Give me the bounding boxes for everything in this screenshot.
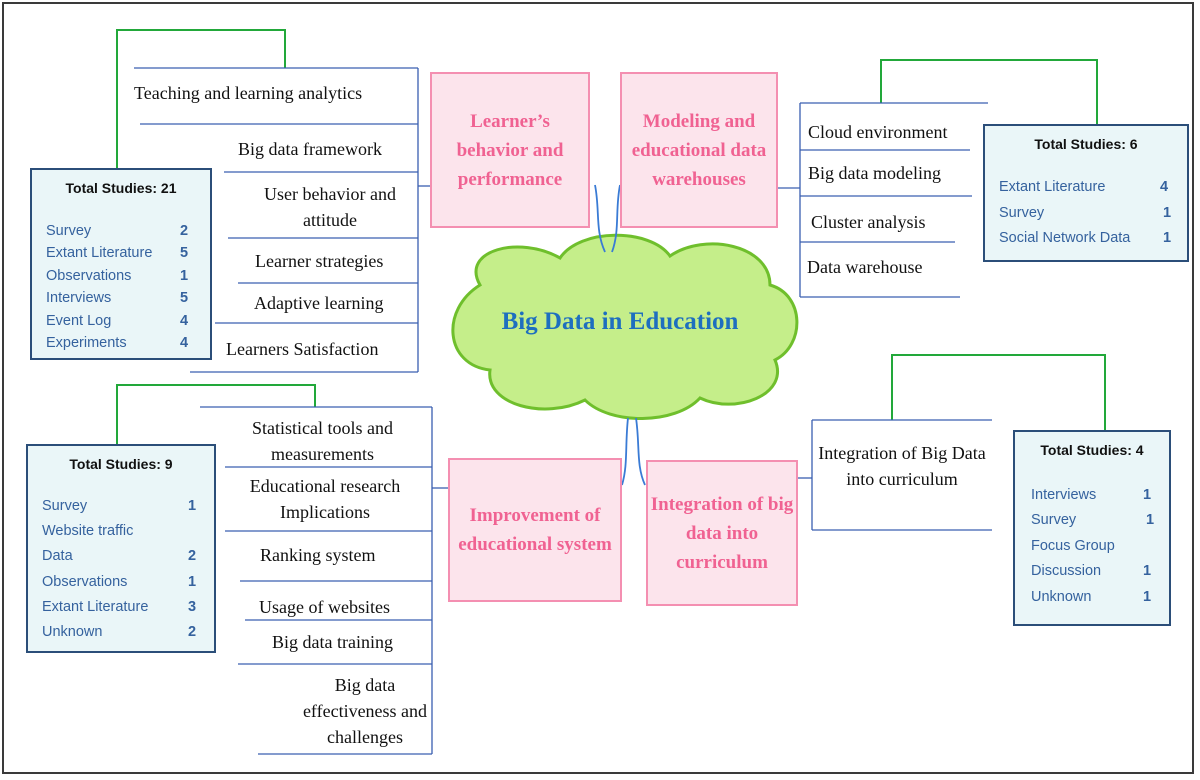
modeling-item: Data warehouse (807, 257, 923, 277)
stats-row-value: 1 (1163, 230, 1172, 246)
stats-row-value: 2 (188, 624, 197, 640)
stats-row-label: Survey (46, 223, 92, 239)
stats-box-learner: Total Studies: 21 Survey 2 Extant Litera… (30, 168, 212, 360)
learner-item: Big data framework (238, 139, 382, 159)
stats-row-label: Extant Literature (42, 599, 149, 615)
stats-row-label: Data (42, 548, 73, 564)
integration-list-rules (797, 419, 992, 531)
improvement-item: Usage of websites (259, 597, 390, 617)
stats-row-value: 3 (188, 599, 197, 615)
improvement-item: Statistical tools and measurements (252, 418, 393, 464)
cloud-connector-integration (635, 417, 646, 486)
stats-row-value: 1 (1163, 205, 1172, 221)
theme-modeling-warehouses-label: Modeling and educational data warehouses (631, 110, 767, 190)
stats-box-integration: Total Studies: 4 Interviews 1 Survey 1 F… (1013, 430, 1171, 626)
stats-title: Total Studies: 6 (1034, 136, 1138, 152)
stats-row-label: Extant Literature (999, 179, 1106, 195)
theme-integration: Integration of big data into curriculum (646, 460, 798, 606)
theme-integration-label: Integration of big data into curriculum (650, 493, 794, 573)
stats-row-value: 1 (188, 574, 197, 590)
improvement-item: Big data effectiveness and challenges (302, 675, 428, 747)
stats-row-label: Interviews (1031, 487, 1097, 503)
improvement-list-rules (200, 406, 448, 755)
stats-row-value: 1 (1143, 589, 1152, 605)
stats-row-value: 4 (180, 335, 189, 351)
improvement-item: Ranking system (260, 545, 376, 565)
green-connector-modeling (880, 59, 1098, 124)
stats-row-value: 2 (188, 548, 197, 564)
stats-row-value: 5 (180, 290, 189, 306)
cloud-connector-modeling (611, 184, 621, 253)
stats-row-value: 1 (1143, 487, 1152, 503)
stats-title: Total Studies: 9 (69, 456, 173, 472)
improvement-item: Educational research Implications (249, 476, 401, 522)
stats-row-label: Survey (999, 205, 1045, 221)
stats-row-label: Unknown (1031, 589, 1092, 605)
stats-row-value: 4 (180, 313, 189, 329)
learner-item: Teaching and learning analytics (134, 83, 363, 103)
modeling-item: Cluster analysis (811, 212, 926, 232)
stats-row-label: Observations (42, 574, 128, 590)
stats-row-value: 2 (180, 223, 189, 239)
stats-row-label: Event Log (46, 313, 112, 329)
stats-box-modeling: Total Studies: 6 Extant Literature 4 Sur… (983, 124, 1189, 262)
stats-row-label: Website traffic (42, 523, 134, 539)
stats-box-improvement: Total Studies: 9 Survey 1 Website traffi… (26, 444, 216, 653)
stats-row-label: Extant Literature (46, 245, 153, 261)
modeling-item: Cloud environment (808, 122, 948, 142)
cloud-connector-learner (594, 184, 606, 253)
modeling-list-rules (778, 102, 988, 298)
theme-modeling-warehouses: Modeling and educational data warehouses (620, 72, 778, 228)
stats-row-label: Survey (42, 498, 88, 514)
stats-row-value: 1 (180, 268, 189, 284)
stats-title: Total Studies: 21 (65, 180, 177, 196)
green-connector-improvement (116, 384, 316, 444)
learner-item: User behavior and attitude (264, 184, 396, 230)
improvement-item: Big data training (272, 632, 393, 652)
stats-row-label: Interviews (46, 290, 112, 306)
center-title: Big Data in Education (501, 308, 739, 335)
integration-item: Integration of Big Data into curriculum (818, 443, 986, 489)
central-cloud-shape (451, 233, 799, 420)
modeling-item: Big data modeling (808, 163, 941, 183)
theme-improvement: Improvement of educational system (448, 458, 622, 602)
green-connector-integration (891, 354, 1106, 430)
stats-row-label: Focus Group (1031, 538, 1115, 554)
stats-row-value: 5 (180, 245, 189, 261)
stats-row-label: Discussion (1031, 563, 1102, 579)
learner-item: Learners Satisfaction (226, 339, 379, 359)
stats-row-value: 1 (188, 498, 197, 514)
learner-item: Adaptive learning (254, 293, 384, 313)
learner-item: Learner strategies (255, 251, 384, 271)
stats-row-label: Social Network Data (999, 230, 1131, 246)
cloud-connector-improvement (621, 417, 629, 486)
learner-list-rules (134, 67, 430, 373)
stats-title: Total Studies: 4 (1040, 442, 1144, 458)
stats-row-value: 1 (1146, 512, 1155, 528)
green-connector-learner (116, 29, 286, 168)
stats-row-label: Unknown (42, 624, 103, 640)
stats-row-label: Experiments (46, 335, 127, 351)
theme-improvement-label: Improvement of educational system (458, 505, 612, 555)
stats-row-value: 4 (1160, 179, 1169, 195)
stats-row-label: Survey (1031, 512, 1077, 528)
theme-learner-behavior: Learner’s behavior and performance (430, 72, 590, 228)
stats-row-value: 1 (1143, 563, 1152, 579)
theme-learner-behavior-label: Learner’s behavior and performance (456, 110, 564, 190)
stats-row-label: Observations (46, 268, 132, 284)
